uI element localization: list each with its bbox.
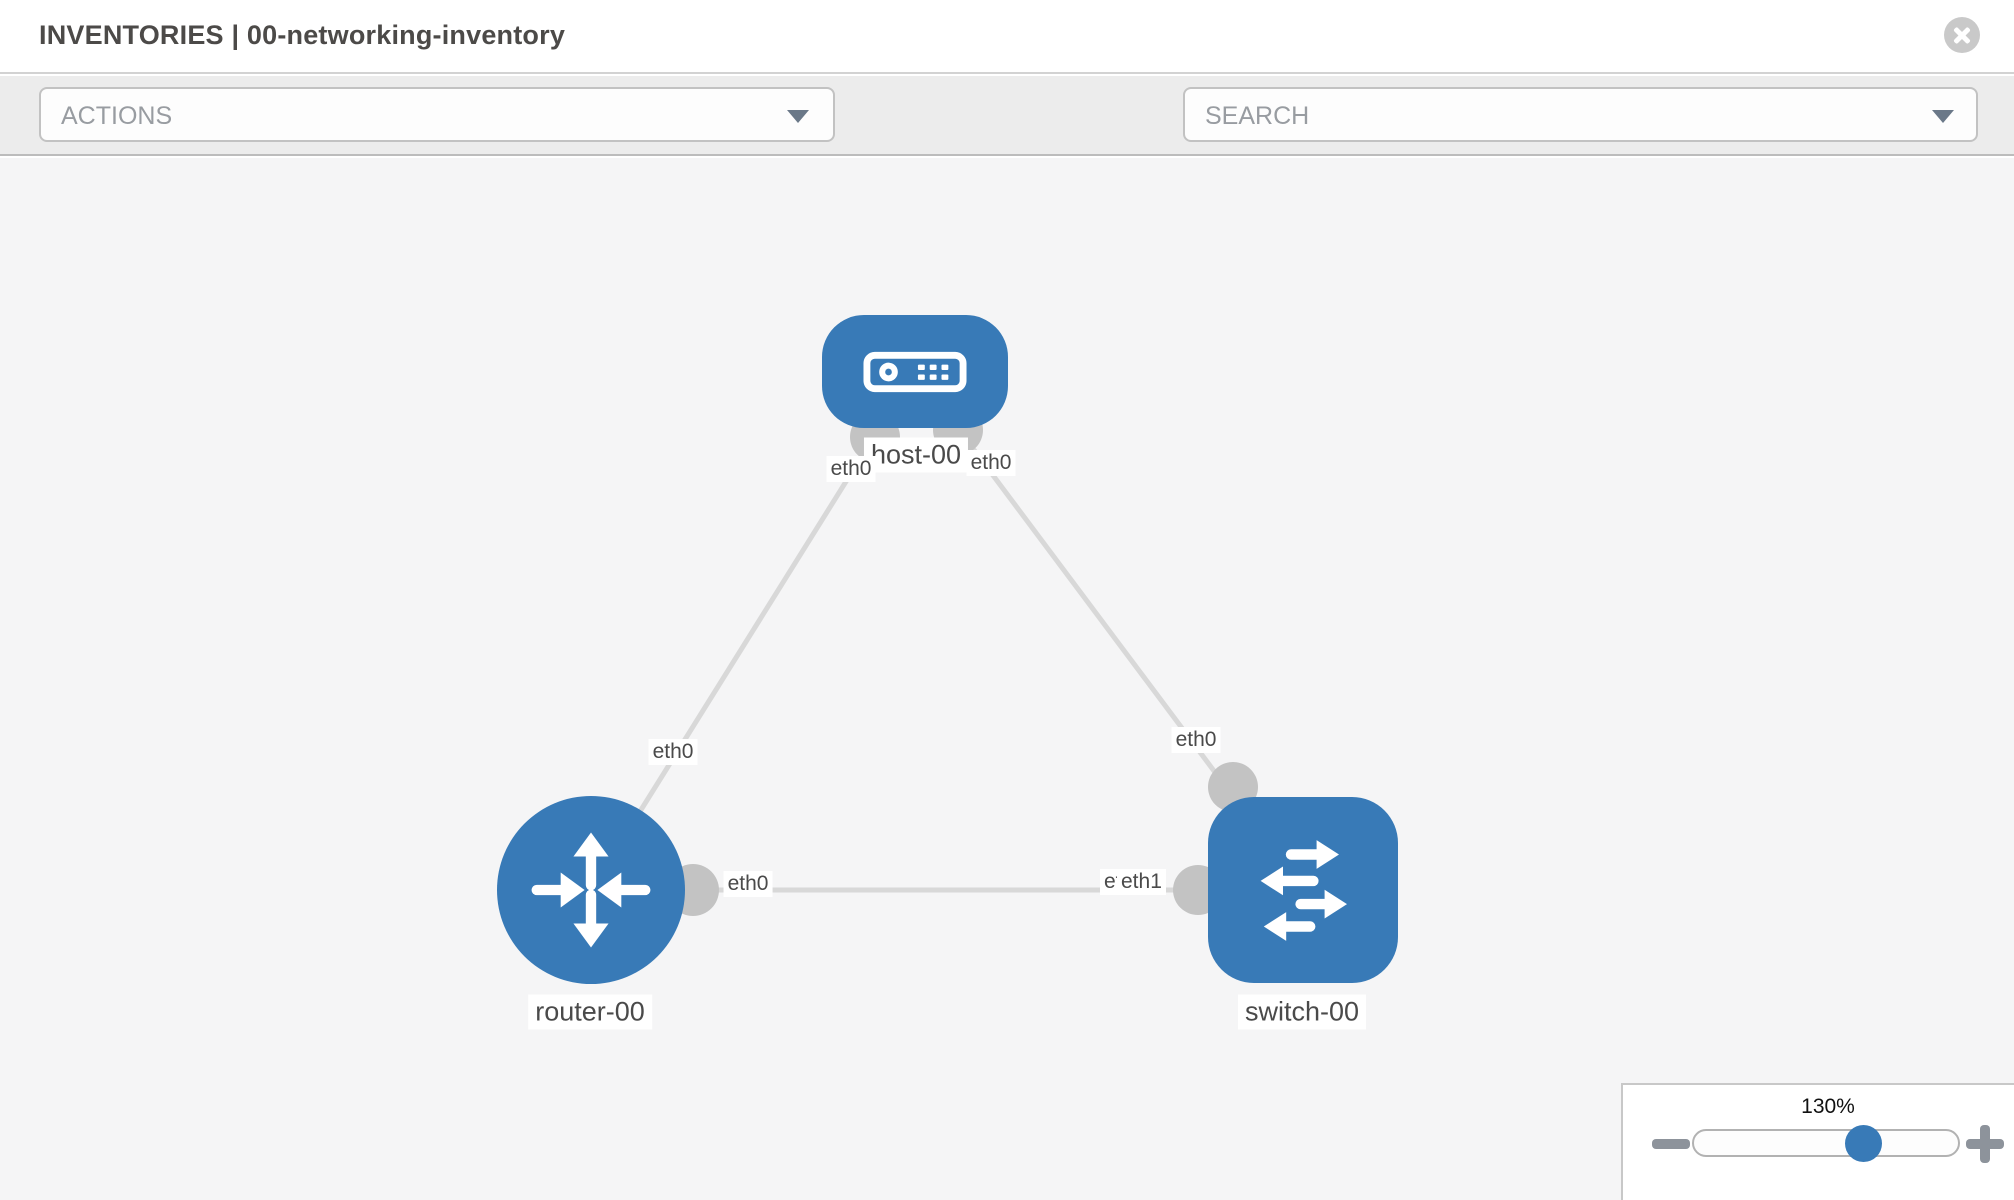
iface-label-host-to-switch: eth0 bbox=[966, 450, 1016, 476]
switch-icon bbox=[1260, 839, 1347, 941]
node-switch-00[interactable] bbox=[1208, 797, 1398, 983]
zoom-level: 130% bbox=[1801, 1095, 1855, 1118]
zoom-in-button[interactable] bbox=[1966, 1125, 2004, 1163]
node-label-host: host-00 bbox=[863, 437, 969, 473]
caret-down-icon bbox=[787, 110, 809, 123]
iface-label-router-to-switch: eth0 bbox=[723, 871, 773, 897]
search-dropdown[interactable]: SEARCH bbox=[1183, 87, 1978, 142]
iface-label-switch-to-router: eth1 bbox=[1117, 869, 1166, 895]
header: INVENTORIES | 00-networking-inventory bbox=[0, 0, 2014, 74]
caret-down-icon bbox=[1932, 110, 1954, 123]
search-placeholder: SEARCH bbox=[1205, 102, 1310, 130]
iface-label-switch-to-host: eth0 bbox=[1171, 727, 1221, 753]
actions-dropdown[interactable]: ACTIONS bbox=[39, 87, 835, 142]
iface-label-host-to-router: eth0 bbox=[826, 456, 876, 482]
zoom-slider-track[interactable] bbox=[1692, 1129, 1960, 1157]
router-icon bbox=[531, 832, 651, 948]
node-label-router: router-00 bbox=[528, 994, 652, 1030]
zoom-out-button[interactable] bbox=[1652, 1139, 1690, 1149]
zoom-slider-thumb[interactable] bbox=[1845, 1125, 1882, 1162]
topology-canvas[interactable]: host-00 router-00 switch-00 eth0 eth0 et… bbox=[0, 158, 2014, 1200]
node-router-00[interactable] bbox=[497, 796, 685, 984]
actions-dropdown-label: ACTIONS bbox=[61, 102, 173, 130]
iface-label-router-to-host: eth0 bbox=[648, 739, 698, 765]
close-button[interactable] bbox=[1944, 17, 1980, 53]
page-title: INVENTORIES | 00-networking-inventory bbox=[39, 20, 566, 50]
node-host-00[interactable] bbox=[822, 315, 1008, 428]
zoom-control-panel: 130% bbox=[1621, 1083, 2014, 1200]
plus-icon bbox=[1980, 1125, 1990, 1163]
node-label-switch: switch-00 bbox=[1237, 994, 1367, 1030]
host-icon bbox=[863, 351, 967, 392]
